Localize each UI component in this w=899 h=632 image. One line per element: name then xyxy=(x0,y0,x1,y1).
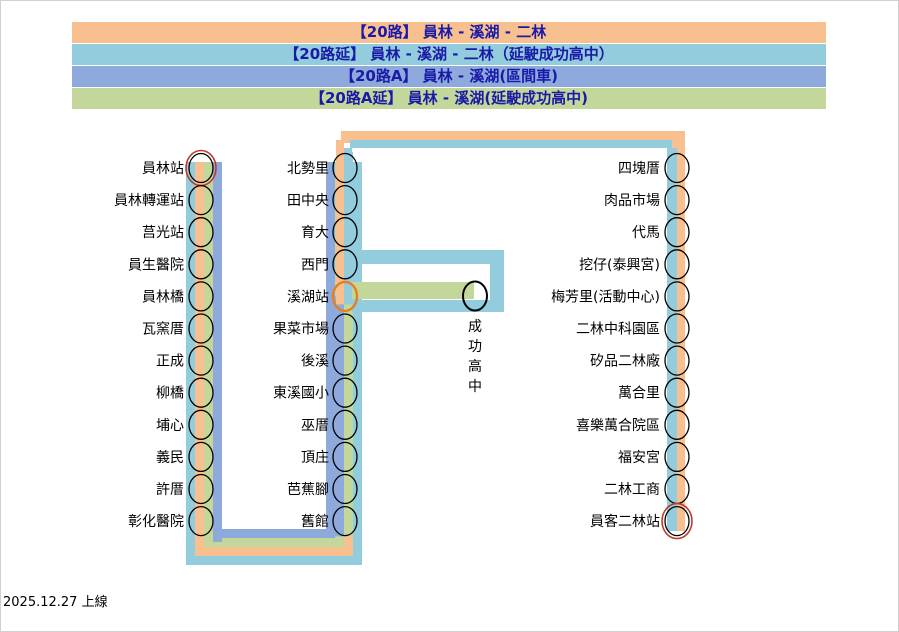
label-col1-0: 員林站 xyxy=(142,161,184,177)
stop-col2-9 xyxy=(332,441,358,473)
label-col1-7: 柳橋 xyxy=(156,385,184,402)
branch-spur-20A-ext xyxy=(352,282,474,299)
stop-col2-0 xyxy=(332,152,358,184)
label-col3-6: 矽品二林廠 xyxy=(590,353,660,370)
label-col3-2: 代馬 xyxy=(632,225,660,241)
label-col1-1: 員林轉運站 xyxy=(114,193,184,209)
route-title-20: 【20路】 員林 - 溪湖 - 二林 xyxy=(72,22,826,43)
stop-col3-2 xyxy=(664,217,690,248)
launch-date: 2025.12.27 上線 xyxy=(3,595,108,610)
stop-col3-5 xyxy=(664,313,690,344)
label-col2-7: 東溪國小 xyxy=(273,386,329,402)
stop-col3-8 xyxy=(664,409,690,440)
label-col1-5: 瓦窯厝 xyxy=(142,321,184,338)
route-title-20-ext: 【20路延】 員林 - 溪湖 - 二林（延駛成功高中） xyxy=(72,44,826,65)
label-col3-9: 福安宮 xyxy=(618,450,660,466)
label-col1-4: 員林橋 xyxy=(142,289,184,305)
stop-col1-3 xyxy=(188,249,214,280)
col1-strip-20A-ext xyxy=(204,162,213,542)
label-col3-7: 萬合里 xyxy=(618,386,660,402)
col2-strip-20A xyxy=(335,296,344,537)
label-col3-11: 員客二林站 xyxy=(590,513,660,530)
stop-col1-6 xyxy=(188,345,214,376)
label-branch-char-0: 成 xyxy=(468,319,482,335)
stop-col3-7 xyxy=(664,377,690,408)
label-col3-5: 二林中科園區 xyxy=(576,322,660,338)
band-u-inner xyxy=(222,162,326,529)
stop-col3-6 xyxy=(664,345,690,376)
col1-strip-20-ext xyxy=(186,162,195,542)
stop-col3-1 xyxy=(664,184,690,216)
label-col3-0: 四塊厝 xyxy=(618,161,660,177)
label-col3-4: 梅芳里(活動中心) xyxy=(551,288,660,305)
label-col2-2: 育大 xyxy=(301,225,329,241)
label-col2-1: 田中央 xyxy=(287,193,329,209)
stop-col1-9 xyxy=(188,441,214,473)
label-branch-char-3: 中 xyxy=(468,379,482,395)
label-col3-1: 肉品市場 xyxy=(604,192,660,209)
label-col2-4: 溪湖站 xyxy=(287,289,329,305)
stop-col2-5 xyxy=(332,313,358,344)
stop-col2-10 xyxy=(332,473,358,505)
col2-upper-20-ext xyxy=(344,148,353,305)
label-col2-9: 頂庄 xyxy=(301,449,329,466)
stop-col2-2 xyxy=(332,217,358,248)
top-gap xyxy=(352,148,672,152)
stop-col3-11 xyxy=(664,505,690,537)
label-col2-3: 西門 xyxy=(301,257,329,273)
stop-col3-11-terminal-ring xyxy=(661,502,693,540)
stop-col1-11 xyxy=(188,505,214,537)
label-branch-char-2: 高 xyxy=(468,358,482,375)
stop-col2-7 xyxy=(332,377,358,408)
stop-col3-0 xyxy=(664,152,690,184)
label-col2-0: 北勢里 xyxy=(287,161,329,177)
stop-col1-10 xyxy=(188,473,214,505)
stop-col3-4 xyxy=(664,281,690,312)
label-col1-9: 義民 xyxy=(156,449,184,466)
stop-col1-1 xyxy=(188,184,214,216)
label-branch-char-1: 功 xyxy=(468,339,482,355)
label-col3-10: 二林工商 xyxy=(604,482,660,498)
label-col2-11: 舊館 xyxy=(301,513,329,530)
route-lines xyxy=(186,131,685,565)
col2-upper-20 xyxy=(336,140,344,305)
col3-strip-20-ext xyxy=(667,148,677,531)
stop-col2-8 xyxy=(332,409,358,440)
label-col2-6: 後溪 xyxy=(301,354,329,370)
col1-strip-20 xyxy=(195,162,204,542)
stop-col3-9 xyxy=(664,441,690,473)
stop-col2-6 xyxy=(332,345,358,376)
label-col1-6: 正成 xyxy=(156,354,184,370)
label-col3-8: 喜樂萬合院區 xyxy=(576,417,660,434)
stop-col2-1 xyxy=(332,184,358,216)
route-title-20A-ext: 【20路A延】 員林 - 溪湖(延駛成功高中) xyxy=(72,88,826,109)
stop-col1-7 xyxy=(188,377,214,408)
stop-col1-5 xyxy=(188,313,214,344)
stop-col1-4 xyxy=(188,281,214,312)
label-col1-8: 埔心 xyxy=(156,418,184,434)
label-col2-10: 芭蕉腳 xyxy=(287,481,329,498)
label-col1-10: 許厝 xyxy=(156,482,184,498)
top-link-20-ext xyxy=(350,140,676,149)
label-col1-3: 員生醫院 xyxy=(128,257,184,273)
stop-col2-4-transfer-ring xyxy=(331,280,359,313)
stop-branch-chenggong xyxy=(462,280,488,312)
col2-strip-20A-ext xyxy=(344,296,353,537)
label-col1-11: 彰化醫院 xyxy=(128,513,184,530)
stop-col2-3 xyxy=(332,249,358,280)
label-col3-3: 挖仔(泰興宮) xyxy=(579,257,660,273)
stop-col3-3 xyxy=(664,249,690,280)
col1-strip-20A xyxy=(213,162,222,542)
label-col1-2: 莒光站 xyxy=(142,225,184,241)
stop-col1-2 xyxy=(188,217,214,248)
label-col2-5: 果菜市場 xyxy=(273,321,329,338)
stop-col1-8 xyxy=(188,409,214,440)
stop-col1-0 xyxy=(188,152,214,184)
label-col2-8: 巫厝 xyxy=(301,418,329,434)
stop-markers xyxy=(185,149,693,540)
stop-col2-11 xyxy=(332,505,358,537)
route-title-20A: 【20路A】 員林 - 溪湖(區間車) xyxy=(72,66,826,87)
